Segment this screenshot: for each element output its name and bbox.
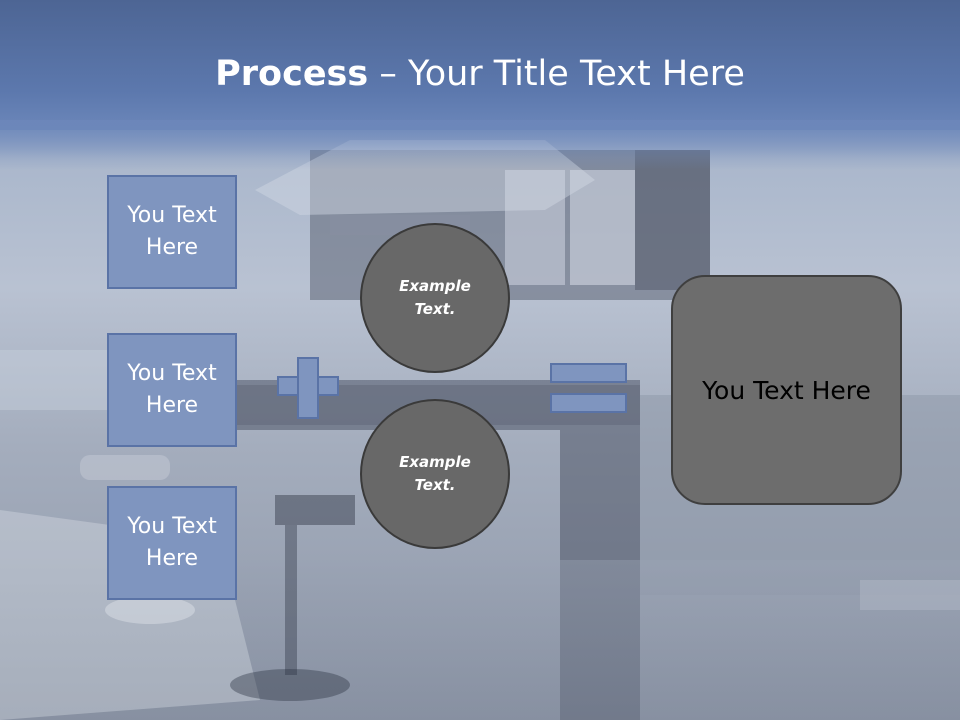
process-input-box-3-label: You Text Here <box>127 514 217 571</box>
process-input-box-2-label: You Text Here <box>127 361 217 418</box>
process-input-box-1-label: You Text Here <box>127 203 217 260</box>
slide-title[interactable]: Process – Your Title Text Here <box>0 52 960 96</box>
result-box-label: You Text Here <box>702 375 871 405</box>
example-circle-2[interactable]: Example Text. <box>360 399 510 549</box>
title-bar-fade <box>0 120 960 170</box>
plus-icon-center <box>299 378 317 394</box>
equals-icon-bottom-bar <box>550 393 627 413</box>
process-input-box-2[interactable]: You Text Here <box>107 333 237 447</box>
process-input-box-3[interactable]: You Text Here <box>107 486 237 600</box>
title-rest-text: – Your Title Text Here <box>368 54 745 94</box>
title-bar-background <box>0 0 960 130</box>
title-bold-text: Process <box>215 54 369 94</box>
process-input-box-1[interactable]: You Text Here <box>107 175 237 289</box>
result-box[interactable]: You Text Here <box>671 275 902 505</box>
equals-icon-top-bar <box>550 363 627 383</box>
example-circle-1[interactable]: Example Text. <box>360 223 510 373</box>
example-circle-1-label: Example Text. <box>399 277 471 318</box>
example-circle-2-label: Example Text. <box>399 453 471 494</box>
